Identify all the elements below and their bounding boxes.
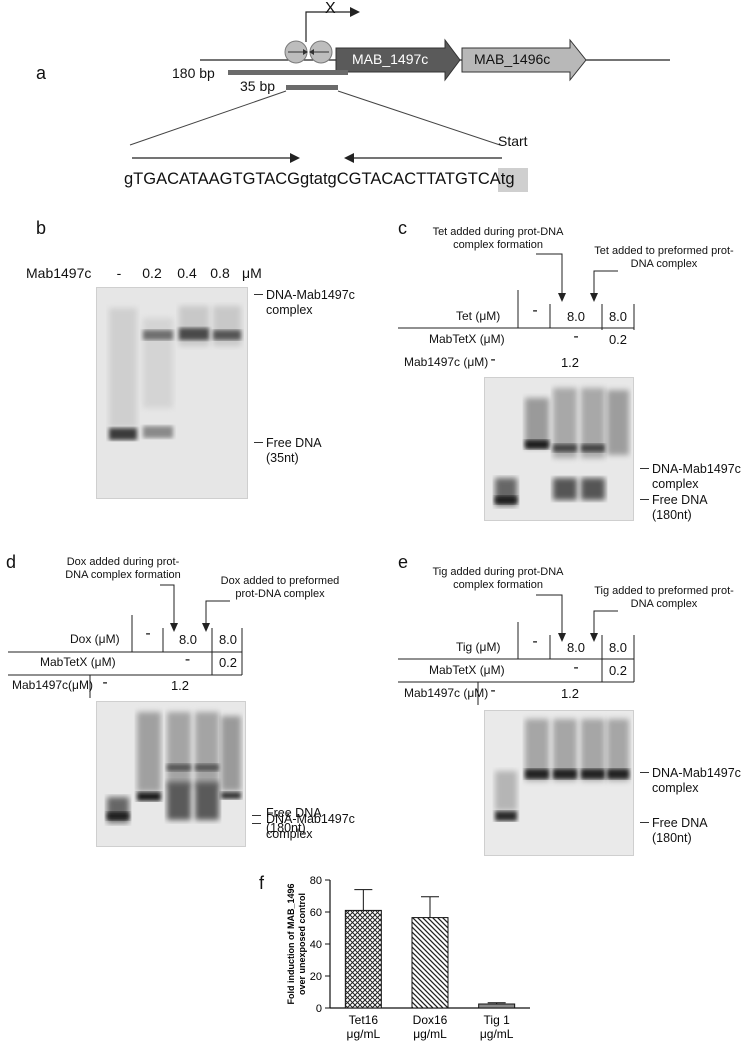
panel-c-row1-v80: 8.0 <box>566 309 586 324</box>
panel-c-arrows <box>398 253 635 330</box>
panel-e-row3-label: Mab1497c (μM) <box>404 686 489 700</box>
panel-c-note-pre: Tet added to preformed prot-DNA complex <box>594 245 734 270</box>
panel-label-d: d <box>6 552 17 572</box>
gel-d <box>96 701 246 847</box>
panel-d-row1-minus: - <box>145 625 151 642</box>
panel-e-note-during: Tig added during prot-DNA complex format… <box>432 566 564 591</box>
panel-b-complex-tick <box>254 294 263 295</box>
panel-e-complex-label: DNA-Mab1497c complex <box>652 766 741 795</box>
panel-c-complex-label: DNA-Mab1497c complex <box>652 462 741 491</box>
panel-e-arrows <box>398 594 635 705</box>
y-axis-label: Fold induction of MAB_1496over unexposed… <box>286 883 307 1004</box>
bar <box>411 917 449 1009</box>
panel-e-complex-tick <box>640 772 649 773</box>
panel-e-note-pre: Tig added to preformed prot-DNA complex <box>594 585 734 610</box>
panel-c-complex-tick <box>640 468 649 469</box>
gel-b-bands <box>97 288 247 498</box>
panel-b-complex-label: DNA-Mab1497c complex <box>266 288 355 317</box>
gene2-label: MAB_1496c <box>474 51 551 67</box>
panel-label-c: c <box>398 218 407 238</box>
gene-diagram <box>129 7 670 192</box>
panel-label-b: b <box>36 218 47 238</box>
panel-d-row2-minus: - <box>184 651 191 668</box>
panel-c-note-during: Tet added during prot-DNA complex format… <box>432 226 564 251</box>
panel-d-row2-v02: 0.2 <box>218 655 238 670</box>
panel-b-free-tick <box>254 442 263 443</box>
panel-c-row1-label: Tet (μM) <box>456 309 501 323</box>
panel-d-row1-v80b: 8.0 <box>218 632 238 647</box>
start-label: Start <box>498 133 528 149</box>
y-tick-label: 60 <box>310 907 322 919</box>
panel-e-row3-v12: 1.2 <box>560 686 580 701</box>
panel-c-row1-v80b: 8.0 <box>608 309 628 324</box>
panel-b-conc-1: - <box>116 265 122 281</box>
panel-b-unit: μM <box>242 265 262 281</box>
y-tick-label: 0 <box>316 1003 322 1015</box>
panel-e-row1-v80b: 8.0 <box>608 640 628 655</box>
panel-e-row1-minus: - <box>532 633 538 650</box>
panel-d-row3-label: Mab1497c(μM) <box>12 678 93 692</box>
panel-d-row1-label: Dox (μM) <box>70 632 120 646</box>
panel-c-row2-label: MabTetX (μM) <box>429 332 505 346</box>
gel-c <box>484 377 634 521</box>
gel-d-bands <box>97 702 245 846</box>
panel-c-free-tick <box>640 499 649 500</box>
fragment-35-label: 35 bp <box>240 78 276 94</box>
panel-label-f: f <box>259 873 265 893</box>
fragment-180-label: 180 bp <box>172 65 215 81</box>
panel-e-free-tick <box>640 822 649 823</box>
panel-c-row2-v02: 0.2 <box>608 332 628 347</box>
panel-c-row3-label: Mab1497c (μM) <box>404 355 489 369</box>
panel-d-row1-v80: 8.0 <box>178 632 198 647</box>
gel-c-bands <box>485 378 633 520</box>
panel-d-note-during: Dox added during prot-DNA complex format… <box>65 556 181 581</box>
operator-sequence: gTGACATAAGTGTACGgtatgCGTACACTTATGTCAtg <box>124 170 515 189</box>
panel-d-row2-label: MabTetX (μM) <box>40 655 116 669</box>
panel-label-e: e <box>398 552 409 572</box>
panel-c-row2-minus: - <box>573 328 579 345</box>
gel-e <box>484 710 634 856</box>
gel-e-bands <box>485 711 633 855</box>
panel-e-row1-v80: 8.0 <box>566 640 586 655</box>
panel-d-note-pre: Dox added to preformed prot-DNA complex <box>220 575 340 600</box>
panel-d-free-label: Free DNA (180nt) <box>266 806 321 835</box>
bar <box>478 1003 516 1009</box>
panel-e-row1-label: Tig (μM) <box>456 640 501 654</box>
atg-codon: Atg <box>489 170 515 188</box>
panel-b-conc-4: 0.8 <box>210 265 230 281</box>
fold-induction-chart: Fold induction of MAB_1496over unexposed… <box>286 875 530 1041</box>
y-tick-label: 40 <box>310 939 322 951</box>
y-tick-label: 80 <box>310 875 322 887</box>
panel-e-row2-v02: 0.2 <box>608 663 628 678</box>
repress-symbol: X <box>325 0 336 17</box>
panel-c-row3-v12: 1.2 <box>560 355 580 370</box>
gene1-label: MAB_1497c <box>352 51 429 67</box>
panel-e-row2-label: MabTetX (μM) <box>429 663 505 677</box>
y-tick-label: 20 <box>310 971 322 983</box>
panel-d-free-tick <box>252 815 261 816</box>
panel-c-row3-minus: - <box>490 351 496 368</box>
panel-label-a: a <box>36 63 47 83</box>
panel-c-row1-minus: - <box>532 302 538 319</box>
panel-d-complex-label: DNA-Mab1497c complex <box>266 812 355 841</box>
panel-b-conc-3: 0.4 <box>177 265 197 281</box>
panel-d-complex-tick <box>252 823 261 824</box>
panel-b-row-label: Mab1497c <box>26 265 92 281</box>
panel-d-arrows <box>8 584 243 698</box>
panel-e-row2-minus: - <box>573 659 579 676</box>
panel-b-free-label: Free DNA (35nt) <box>266 436 321 465</box>
panel-c-free-label: Free DNA (180nt) <box>652 493 707 522</box>
sequence-text: gTGACATAAGTGTACGgtatgCGTACACTTATGTC <box>124 170 490 188</box>
panel-e-free-label: Free DNA (180nt) <box>652 816 707 845</box>
bar <box>344 909 382 1009</box>
panel-e-row3-minus: - <box>490 682 496 699</box>
panel-d-row3-minus: - <box>102 674 108 691</box>
gel-b <box>96 287 248 499</box>
panel-d-row3-v12: 1.2 <box>170 678 190 693</box>
panel-b-conc-2: 0.2 <box>142 265 162 281</box>
